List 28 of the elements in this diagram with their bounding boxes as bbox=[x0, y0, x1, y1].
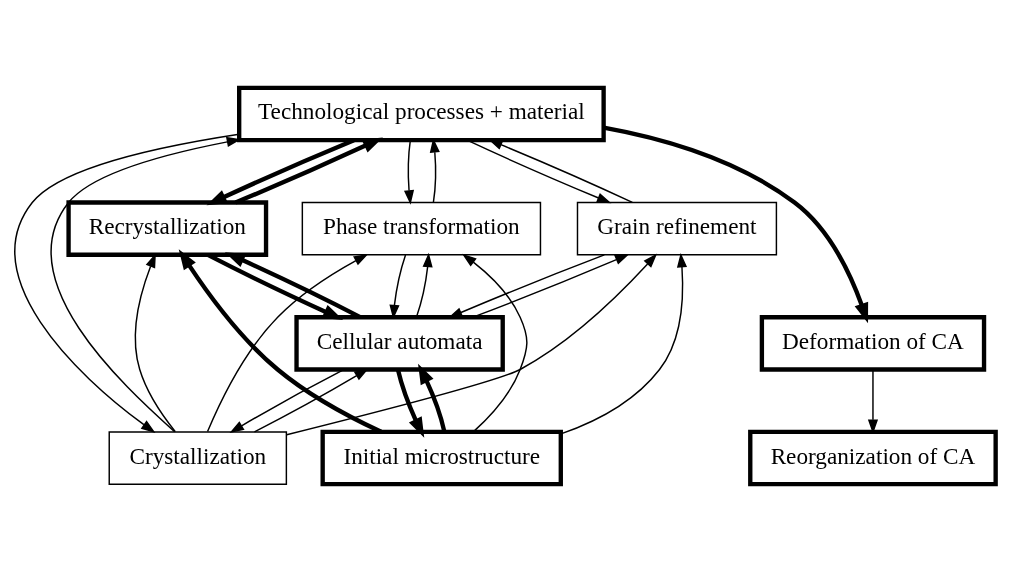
arrow bbox=[395, 369, 425, 438]
node-box: Deformation of CA bbox=[759, 315, 987, 372]
arrow bbox=[206, 252, 344, 320]
arrow bbox=[560, 252, 688, 435]
arrow bbox=[462, 253, 528, 433]
node-box: Reorganization of CA bbox=[748, 429, 998, 487]
arrow bbox=[418, 363, 447, 433]
arrow bbox=[488, 139, 634, 204]
arrow bbox=[178, 249, 383, 434]
arrow bbox=[403, 139, 415, 205]
arrow bbox=[285, 253, 658, 436]
arrow bbox=[229, 368, 345, 433]
arrow bbox=[415, 252, 433, 318]
node-box: Grain refinement bbox=[576, 201, 778, 256]
node-box: Crystallization bbox=[108, 431, 288, 485]
node-box: Phase transformation bbox=[301, 201, 542, 256]
arrow bbox=[603, 125, 869, 324]
arrow bbox=[466, 139, 612, 204]
arrow bbox=[14, 133, 240, 433]
arrow bbox=[253, 368, 369, 433]
arrow bbox=[234, 137, 383, 205]
node-box: Technological processes + material bbox=[237, 85, 606, 143]
node-box: Recrystallization bbox=[66, 200, 269, 257]
arrow bbox=[206, 254, 369, 433]
node-box: Cellular automata bbox=[294, 315, 505, 372]
arrow bbox=[206, 138, 355, 206]
arrow bbox=[224, 252, 362, 320]
node-box: Initial microstructure bbox=[320, 429, 563, 487]
